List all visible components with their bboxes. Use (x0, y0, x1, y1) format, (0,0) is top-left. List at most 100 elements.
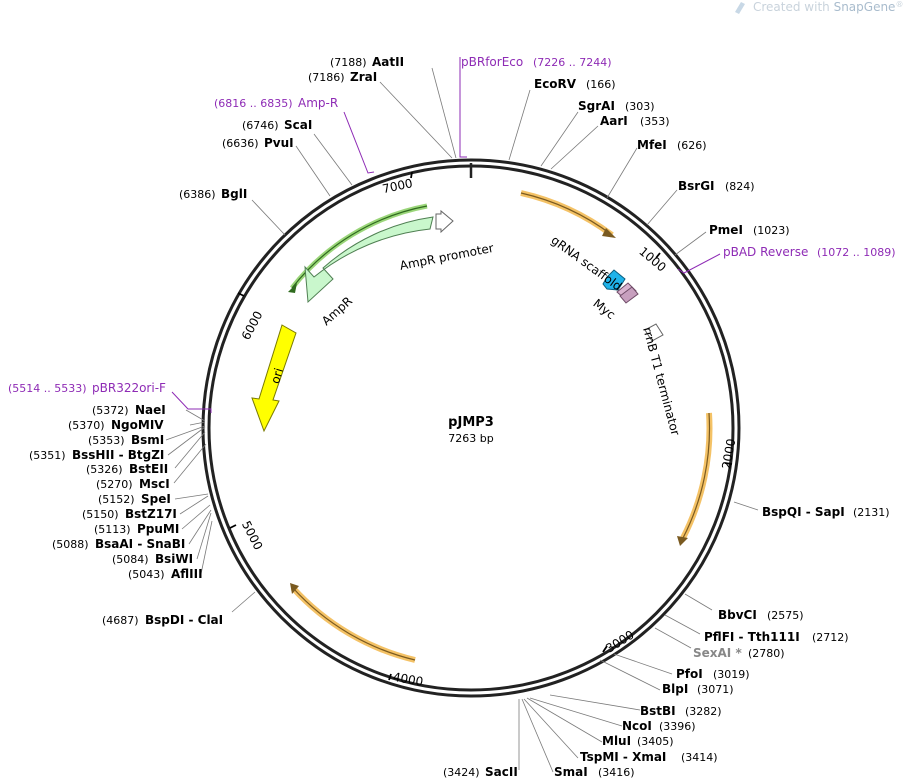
site-aatii[interactable]: (7188)AatII (330, 55, 404, 69)
site-zrai[interactable]: (7186)ZraI (308, 70, 377, 84)
site-bsteii[interactable]: (5326)BstEII (86, 462, 168, 476)
site-bgli[interactable]: (6386)BglI (179, 187, 247, 201)
svg-text:pBR322ori-F: pBR322ori-F (92, 381, 166, 395)
site-bsrgi[interactable]: BsrGI(824) (678, 179, 755, 193)
svg-text:BbvCI: BbvCI (718, 608, 757, 622)
feature-ampr[interactable]: AmpR (304, 216, 434, 328)
site-bstbi[interactable]: BstBI(3282) (640, 704, 722, 718)
primer-amp-r[interactable]: (6816 .. 6835) Amp-R (214, 96, 375, 174)
svg-text:AflIII: AflIII (171, 567, 203, 581)
svg-text:BspDI - ClaI: BspDI - ClaI (145, 613, 223, 627)
svg-text:(5514 .. 5533): (5514 .. 5533) (8, 382, 87, 395)
svg-text:PvuI: PvuI (264, 136, 294, 150)
site-bspqi-sapi[interactable]: BspQI - SapI(2131) (762, 505, 890, 519)
orf-arrow-amp (288, 203, 428, 293)
site-tspmi-xmai[interactable]: TspMI - XmaI(3414) (580, 750, 718, 764)
svg-text:(2575): (2575) (767, 609, 804, 622)
svg-text:NgoMIV: NgoMIV (111, 418, 164, 432)
svg-text:(166): (166) (586, 78, 616, 91)
site-pvui[interactable]: (6636)PvuI (222, 136, 294, 150)
svg-text:(303): (303) (625, 100, 655, 113)
arrowhead-icon (677, 536, 688, 546)
svg-text:(5372): (5372) (92, 404, 129, 417)
site-mfei[interactable]: MfeI (626) (637, 138, 707, 152)
site-ppumi[interactable]: (5113) PpuMI (94, 522, 179, 536)
primer-pbrforeco[interactable]: pBRforEco (7226 .. 7244) (459, 55, 612, 158)
site-bsaai-snabi[interactable]: (5088)BsaAI - SnaBI (52, 537, 185, 551)
site-afliii[interactable]: (5043) AflIII (128, 567, 203, 581)
tick-label-7000: 7000 (381, 176, 414, 196)
primer-pbad-reverse[interactable]: pBAD Reverse (1072 .. 1089) (677, 245, 896, 274)
site-pfoi[interactable]: PfoI (3019) (676, 667, 750, 681)
site-blpi[interactable]: BlpI (3071) (662, 682, 734, 696)
svg-text:PfoI: PfoI (676, 667, 703, 681)
site-aari[interactable]: AarI(353) (600, 114, 670, 128)
svg-text:(5152): (5152) (98, 493, 135, 506)
svg-text:(3416): (3416) (598, 766, 635, 779)
svg-text:BlpI: BlpI (662, 682, 688, 696)
site-ncoi[interactable]: NcoI (3396) (622, 719, 696, 733)
site-scai[interactable]: (6746)ScaI (242, 118, 312, 132)
feature-ori[interactable]: ori (251, 324, 297, 433)
site-bbvci[interactable]: BbvCI (2575) (718, 608, 804, 622)
feature-rrnb[interactable]: rrnB T1 terminator (640, 323, 683, 437)
svg-text:(5353): (5353) (88, 434, 125, 447)
site-sacii[interactable]: (3424)SacII (443, 765, 518, 779)
site-naei[interactable]: (5372)NaeI (92, 403, 166, 417)
svg-text:AarI: AarI (600, 114, 628, 128)
svg-text:SexAI *: SexAI * (693, 646, 742, 660)
svg-text:BstZ17I: BstZ17I (125, 507, 177, 521)
site-spei[interactable]: (5152)SpeI (98, 492, 171, 506)
site-msci[interactable]: (5270)MscI (96, 477, 170, 491)
svg-text:(824): (824) (725, 180, 755, 193)
svg-text:SacII: SacII (485, 765, 518, 779)
site-bsmi[interactable]: (5353)BsmI (88, 433, 164, 447)
svg-text:BglI: BglI (221, 187, 247, 201)
svg-text:PpuMI: PpuMI (137, 522, 179, 536)
svg-text:(5113): (5113) (94, 523, 131, 536)
site-mlui[interactable]: MluI(3405) (602, 734, 674, 748)
site-pflfi-tth111i[interactable]: PflFI - Tth111I(2712) (704, 630, 849, 644)
site-bsshii-btgzi[interactable]: (5351)BssHII - BtgZI (29, 448, 164, 462)
svg-text:(5043): (5043) (128, 568, 165, 581)
site-bsiwi[interactable]: (5084) BsiWI (112, 552, 193, 566)
site-leaders (165, 67, 759, 773)
orf-arrow (520, 190, 616, 238)
svg-text:(5084): (5084) (112, 553, 149, 566)
svg-text:(2131): (2131) (853, 506, 890, 519)
site-sgrai[interactable]: SgrAI(303) (578, 99, 655, 113)
tick-4000 (388, 673, 392, 681)
svg-text:(3282): (3282) (685, 705, 722, 718)
svg-text:(1023): (1023) (753, 224, 790, 237)
tick-1000 (655, 252, 661, 259)
site-ecorv[interactable]: EcoRV(166) (534, 77, 616, 91)
feature-grna[interactable]: gRNA scaffold (548, 233, 626, 294)
site-pmei[interactable]: PmeI(1023) (709, 223, 790, 237)
tick-2000 (724, 462, 733, 465)
tick-6000 (237, 292, 245, 297)
feature-label-rrnb: rrnB T1 terminator (640, 325, 682, 437)
orf-arrow (677, 412, 713, 546)
svg-text:(3405): (3405) (637, 735, 674, 748)
orf-arrow (290, 583, 416, 663)
svg-text:(3396): (3396) (659, 720, 696, 733)
watermark: Created with SnapGene® (735, 0, 903, 14)
backbone (201, 158, 741, 698)
feature-label-ampr-promoter: AmpR promoter (399, 241, 495, 273)
svg-text:BsiWI: BsiWI (155, 552, 193, 566)
site-sexai[interactable]: SexAI *(2780) (693, 646, 785, 660)
site-smai[interactable]: SmaI(3416) (554, 765, 635, 779)
svg-text:MfeI: MfeI (637, 138, 667, 152)
svg-text:(626): (626) (677, 139, 707, 152)
svg-text:(3019): (3019) (713, 668, 750, 681)
site-bstz17i[interactable]: (5150)BstZ17I (82, 507, 177, 521)
primer-pbr322ori-f[interactable]: (5514 .. 5533) pBR322ori-F (8, 381, 212, 413)
tick-label-5000: 5000 (239, 519, 265, 553)
svg-text:(3071): (3071) (697, 683, 734, 696)
tick-7000 (410, 171, 413, 179)
site-ngomiv[interactable]: (5370)NgoMIV (68, 418, 164, 432)
svg-text:(2712): (2712) (812, 631, 849, 644)
svg-text:ZraI: ZraI (350, 70, 377, 84)
site-bspdi-clai[interactable]: (4687)BspDI - ClaI (102, 613, 223, 627)
svg-text:NcoI: NcoI (622, 719, 652, 733)
